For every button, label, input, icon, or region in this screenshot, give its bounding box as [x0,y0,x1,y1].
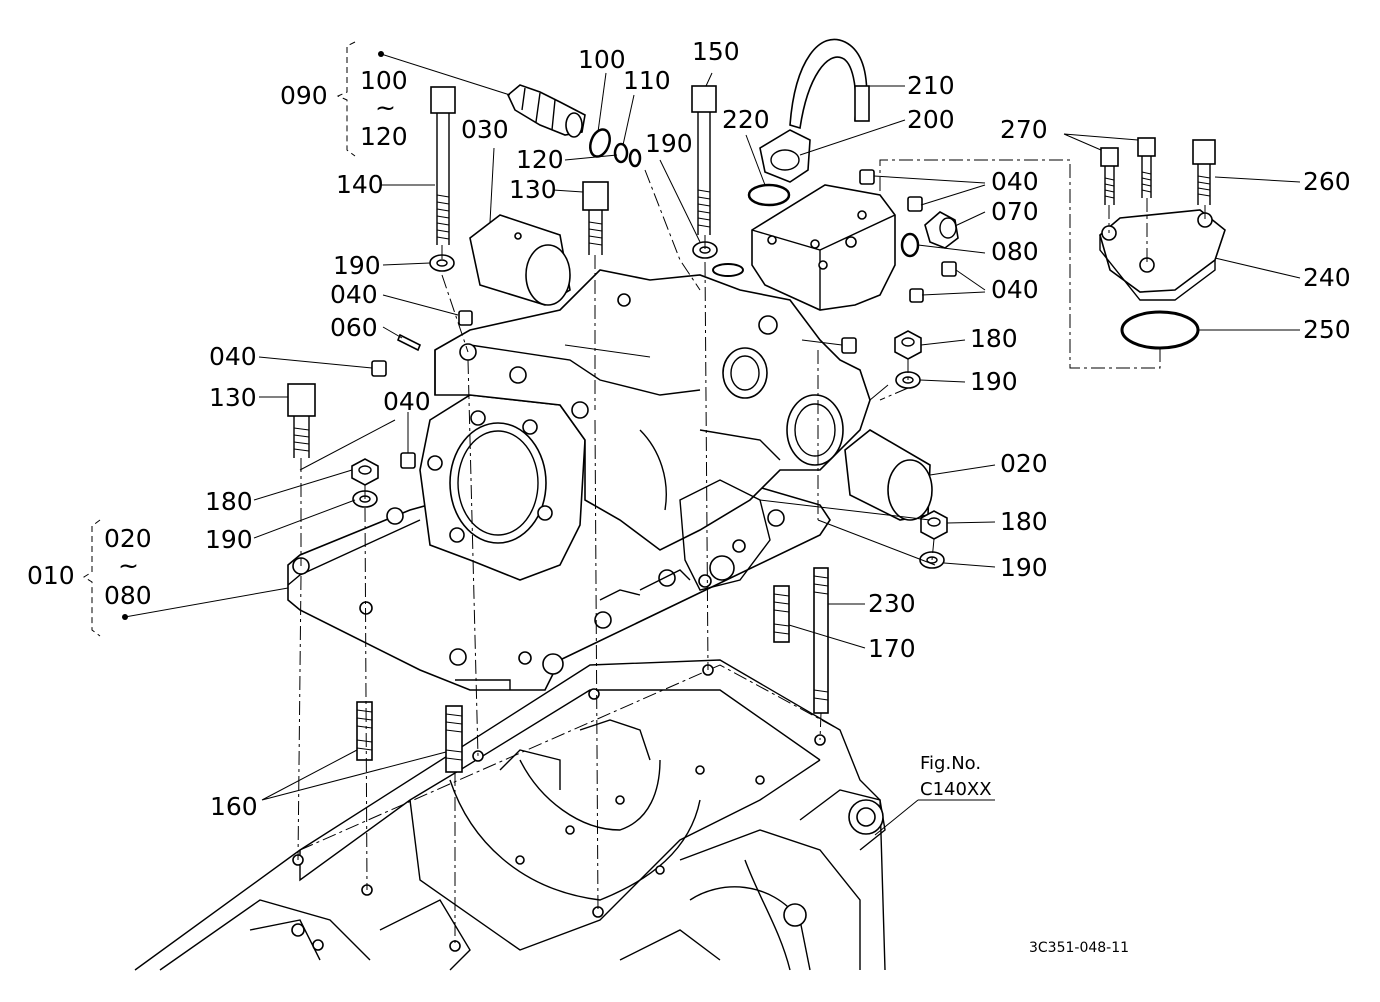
callout-030: 030 [461,115,509,144]
figure-ref-number: C140XX [920,779,992,800]
plug-040-h [841,337,857,354]
washer-190-right-lower [919,551,945,569]
callout-190-right-lower: 190 [1000,553,1048,582]
hydraulic-cylinder-housing [287,269,871,691]
fitting-070 [924,211,959,249]
plug-040-d [859,169,875,185]
leader-lines [122,51,1301,836]
callout-150: 150 [692,37,740,66]
bolt-140 [430,86,456,245]
stud-160b [445,705,463,773]
transmission-case [134,659,886,971]
stud-160a [356,701,373,761]
elbow-fitting-200 [759,129,811,183]
pin-060 [396,333,422,352]
callout-180-right-lower: 180 [1000,507,1048,536]
nut-180-left [351,458,379,486]
callout-250: 250 [1303,315,1351,344]
callout-140: 140 [336,170,384,199]
callout-060: 060 [330,313,378,342]
callout-080-range-end: 080 [104,581,152,610]
callout-040-d: 040 [991,167,1039,196]
diagram-code: 3C351-048-11 [1029,940,1129,956]
range-separator: ~ [375,93,396,122]
callout-210: 210 [907,71,955,100]
callout-190-left-lower: 190 [205,525,253,554]
callout-130-lower: 130 [209,383,257,412]
callout-120-range-end: 120 [360,122,408,151]
relief-valve-090 [507,84,586,138]
callout-100-range-start: 100 [360,66,408,95]
figure-ref-label: Fig.No. [920,753,981,774]
range-brackets [83,41,356,637]
nut-180-right-upper [894,330,922,360]
callout-220: 220 [722,105,770,134]
callout-170: 170 [868,634,916,663]
callout-190-left-upper: 190 [333,251,381,280]
callout-230: 230 [868,589,916,618]
callout-040-b: 040 [209,342,257,371]
callout-240: 240 [1303,263,1351,292]
o-ring-110 [613,142,629,164]
callout-090: 090 [280,81,328,110]
callout-160: 160 [210,792,258,821]
o-ring-220 [747,183,791,207]
callout-040-e: 040 [991,275,1039,304]
bolt-270b [1137,137,1156,198]
plug-040-e [907,196,923,212]
cylinder-sleeve-030 [469,214,571,306]
hose-210 [789,38,870,130]
range-separator-2: ~ [118,551,139,580]
o-ring-extra [712,263,744,277]
bolt-270a [1100,147,1119,205]
callout-040-c: 040 [383,387,431,416]
cover-plate-240 [1099,209,1226,301]
callout-270: 270 [1000,115,1048,144]
callout-100: 100 [578,45,626,74]
bolt-130-upper [582,181,609,255]
callout-020: 020 [1000,449,1048,478]
plug-040-f [941,261,957,277]
o-ring-080 [900,232,920,258]
callout-labels: 090 100 ~ 120 100 110 120 150 030 190 22… [27,37,1351,821]
callout-180-right-upper: 180 [970,324,1018,353]
callout-020-range-start: 020 [104,524,152,553]
callout-120: 120 [516,145,564,174]
bolt-150 [691,85,717,235]
callout-040-a: 040 [330,280,378,309]
stud-170 [773,585,790,643]
callout-200: 200 [907,105,955,134]
callout-070: 070 [991,197,1039,226]
control-valve-block [751,184,896,311]
callout-010: 010 [27,561,75,590]
callout-130-upper: 130 [509,175,557,204]
bolt-130-lower [287,383,316,458]
o-ring-120 [628,148,642,168]
callout-110: 110 [623,66,671,95]
cylinder-sleeve-020 [844,429,933,521]
stud-230 [813,567,829,714]
bolt-260 [1192,139,1216,205]
callout-180-left: 180 [205,487,253,516]
plug-040-c [400,452,416,469]
alignment-lines [297,159,1206,946]
plug-040-a [458,310,473,326]
o-ring-250 [1120,310,1200,350]
o-ring-100 [589,128,611,158]
callout-190-right-upper: 190 [970,367,1018,396]
plug-040-b [371,360,387,377]
plug-040-g [909,288,924,303]
callout-190-upper: 190 [645,129,693,158]
callout-080: 080 [991,237,1039,266]
callout-260: 260 [1303,167,1351,196]
nut-180-right-lower [920,510,948,540]
